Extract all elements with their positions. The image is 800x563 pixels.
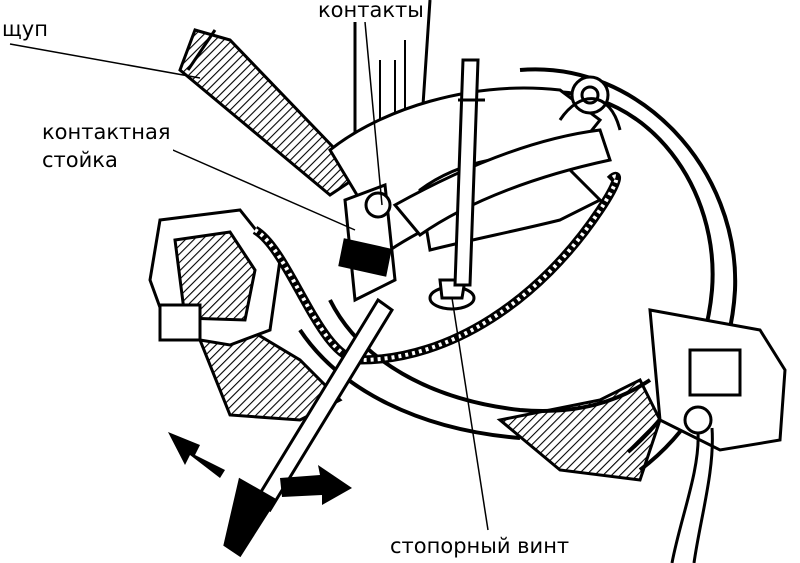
spring-wire xyxy=(252,171,622,365)
housing-section-right xyxy=(496,377,662,482)
vacuum-rod xyxy=(178,28,363,197)
label-contact-post-line1: контактная xyxy=(42,120,171,144)
mounting-lug xyxy=(648,308,787,563)
feeler-gauge xyxy=(223,297,395,558)
label-contacts: контакты xyxy=(316,0,426,22)
terminal-block xyxy=(148,208,282,347)
arrow-left-up-icon xyxy=(168,432,225,478)
label-lock-screw: стопорный винт xyxy=(388,534,572,558)
arrow-right-icon xyxy=(280,465,352,505)
leader-lines xyxy=(9,21,489,531)
leader-contacts xyxy=(364,21,383,206)
leader-probe xyxy=(9,43,201,79)
contact-post xyxy=(338,182,397,303)
label-contact-post: контактная стойка xyxy=(40,118,173,174)
label-contact-post-line2: стойка xyxy=(42,148,118,172)
label-probe: щуп xyxy=(0,17,50,41)
contact-arm xyxy=(392,75,622,238)
leader-contact-post xyxy=(149,139,356,231)
screwdriver-vertical xyxy=(453,58,485,287)
motion-arrows xyxy=(168,432,352,505)
leader-lock-screw xyxy=(451,297,489,531)
